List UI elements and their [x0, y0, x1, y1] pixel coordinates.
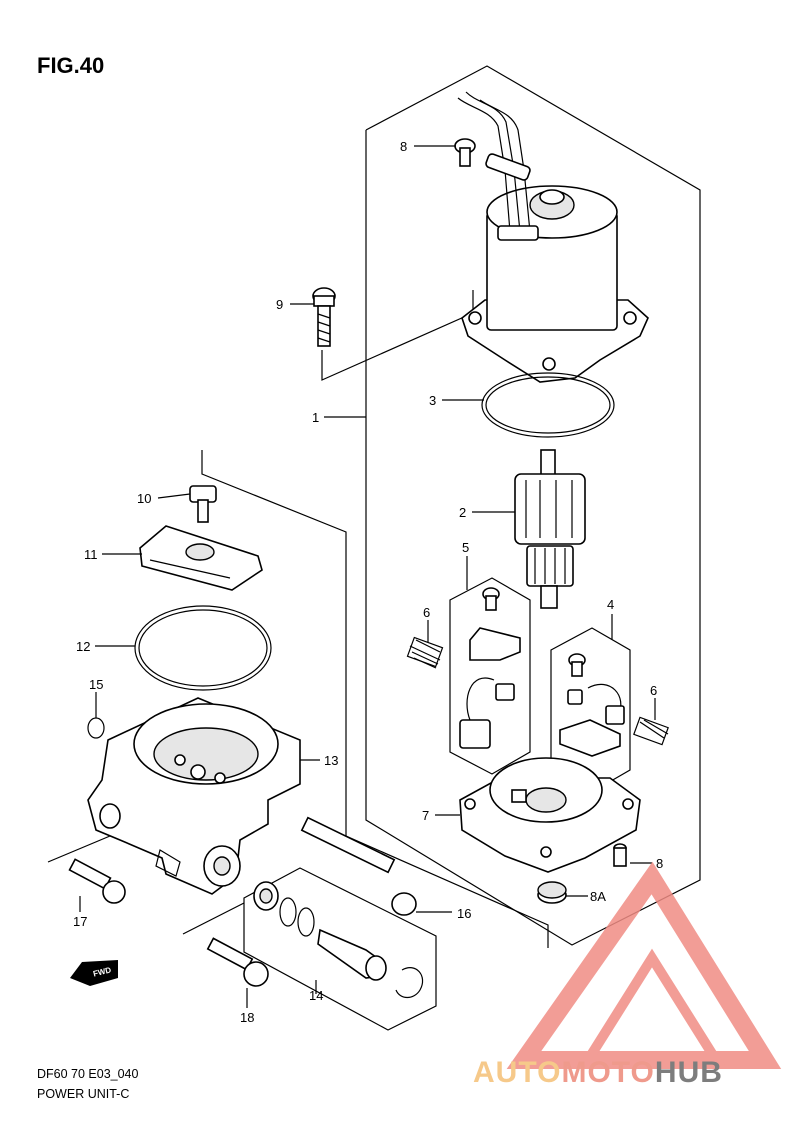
watermark-text: AUTOMOTOHUB: [473, 1056, 723, 1089]
watermark-hub: HUB: [655, 1056, 723, 1089]
callout-16: 16: [457, 906, 471, 921]
motor-assembly-outline: [365, 65, 701, 946]
footer-name: POWER UNIT-C: [37, 1087, 129, 1101]
callout-3: 3: [429, 393, 436, 408]
kit-14-outline: [243, 867, 437, 1031]
callout-4: 4: [607, 597, 614, 612]
callout-7: 7: [422, 808, 429, 823]
screw-9-guide: [321, 290, 474, 381]
callout-1: 1: [312, 410, 319, 425]
callout-17: 17: [73, 914, 87, 929]
callout-5: 5: [462, 540, 469, 555]
bolt-9: [312, 287, 336, 347]
callout-11: 11: [84, 547, 98, 562]
callout-8-bottom: 8: [656, 856, 663, 871]
brush-holder-5: [459, 587, 521, 749]
brush-holder-4: [559, 653, 625, 757]
spring-6-left: [406, 636, 444, 669]
callout-14: 14: [309, 988, 323, 1003]
automotohub-watermark: [506, 861, 782, 1069]
callout-12: 12: [76, 639, 90, 654]
brush-holder-5-outline: [449, 577, 531, 775]
footer-model: DF60 70 E03_040: [37, 1067, 139, 1081]
leader-lines: [79, 145, 656, 1008]
callout-15: 15: [89, 677, 103, 692]
washer-8A: [537, 881, 567, 904]
o-ring-12: [134, 605, 272, 691]
watermark-moto: MOTO: [561, 1056, 654, 1089]
callout-8-top: 8: [400, 139, 407, 154]
screw-8-bottom: [613, 843, 627, 867]
fwd-arrow-icon: FWD: [70, 960, 118, 986]
callout-8A: 8A: [590, 889, 606, 904]
callout-10: 10: [137, 491, 151, 506]
body-assembly-outline: [201, 450, 549, 948]
bolt-18: [206, 937, 269, 987]
end-cap-7: [459, 757, 641, 873]
motor-housing: [457, 91, 649, 383]
screw-18-guide: [182, 902, 245, 935]
watermark-auto: AUTO: [473, 1056, 561, 1089]
pump-body-13: [87, 697, 301, 895]
callout-6-right: 6: [650, 683, 657, 698]
o-ring-15: [87, 717, 105, 739]
callout-6-left: 6: [423, 605, 430, 620]
kit-14: [253, 881, 424, 999]
figure-title: FIG.40: [37, 53, 104, 78]
spring-6-right: [633, 716, 669, 746]
callout-18: 18: [240, 1010, 254, 1025]
screw-17-guide: [47, 835, 111, 863]
fwd-label: FWD: [92, 965, 112, 978]
o-ring-3: [481, 372, 615, 438]
callout-2: 2: [459, 505, 466, 520]
armature-2: [514, 449, 586, 609]
bolt-16: [300, 816, 417, 916]
valve-10: [189, 485, 217, 523]
bolt-17: [68, 858, 126, 904]
screw-8-top: [454, 138, 476, 167]
cover-plate-11: [139, 525, 263, 591]
callout-9: 9: [276, 297, 283, 312]
callout-13: 13: [324, 753, 338, 768]
